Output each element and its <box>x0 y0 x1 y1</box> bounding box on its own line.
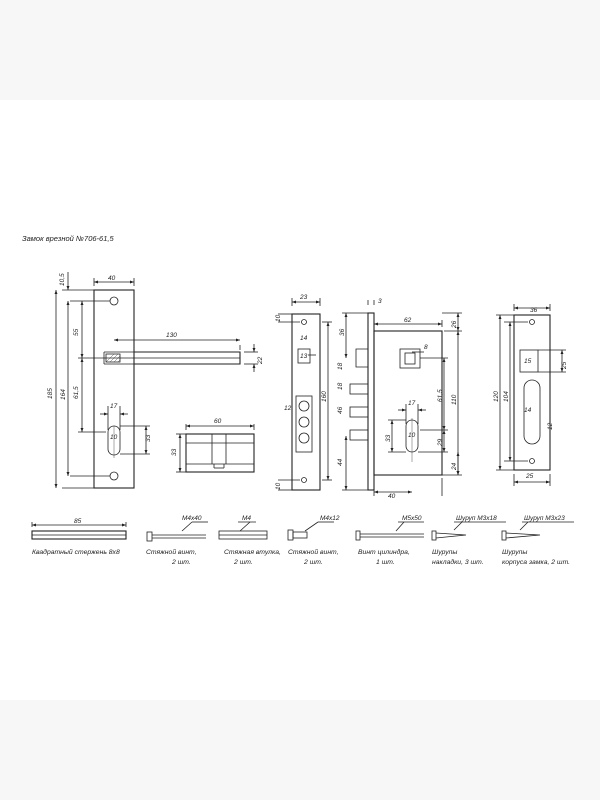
dim-10: 10 <box>110 434 118 441</box>
dim-33: 33 <box>385 434 392 442</box>
wood1-spec: Шуруп M3x18 <box>456 515 497 522</box>
bushing-spec: M4 <box>242 515 251 522</box>
cylinder-hole <box>405 419 419 453</box>
strike-plate <box>513 314 551 471</box>
lock-face <box>367 312 375 491</box>
dim-40: 40 <box>388 493 396 500</box>
cylinder-view: 60 33 <box>171 418 255 473</box>
dim-185: 185 <box>47 388 54 399</box>
screw1-spec: M4x40 <box>182 515 202 522</box>
handle-plate-view: 40 10,5 185 164 55 61,5 130 22 17 10 <box>47 272 264 489</box>
cyl-screw-label-1: Винт цилиндра, <box>358 548 410 556</box>
dim-110: 110 <box>451 394 458 405</box>
dim-164: 164 <box>60 389 67 400</box>
faceplate <box>291 313 321 491</box>
handle-plate <box>93 289 135 489</box>
lock-case <box>373 330 443 476</box>
screw2-label-2: 2 шт. <box>303 559 323 566</box>
dim-36: 36 <box>339 328 346 336</box>
wood2-label-1: Шурупы <box>502 549 527 556</box>
dim-26: 26 <box>451 320 458 329</box>
deadbolt-1 <box>349 383 369 395</box>
cyl-screw-label-2: 1 шт. <box>376 559 395 566</box>
dim-33: 33 <box>145 434 152 442</box>
dim-25a: 25 <box>561 361 568 370</box>
top-screw-hole <box>109 296 119 306</box>
spindle-label: Квадратный стержень 8х8 <box>32 548 120 556</box>
faceplate-view: 23 10 14 13 12 160 10 <box>275 294 332 491</box>
wood1-label-1: Шурупы <box>432 549 457 556</box>
dim-160: 160 <box>321 391 328 402</box>
dim-15: 15 <box>524 358 532 365</box>
strike-plate-view: 36 15 25 120 104 14 12 25 <box>493 304 568 486</box>
dim-12: 12 <box>284 405 292 412</box>
dim-12: 12 <box>547 422 554 430</box>
dim-62: 62 <box>404 317 412 324</box>
dim-18b: 18 <box>337 382 344 390</box>
dim-8: 8 <box>424 344 428 351</box>
wood2-label-2: корпуса замка, 2 шт. <box>502 559 570 566</box>
screw1-label-1: Стяжной винт, <box>146 548 197 556</box>
drawing-title: Замок врезной №706-61,5 <box>22 234 114 243</box>
dim-13: 13 <box>300 353 308 360</box>
bushing-label-1: Стяжная втулка, <box>224 549 281 556</box>
dim-10: 10 <box>408 432 416 439</box>
dim-130: 130 <box>166 332 177 339</box>
dim-17: 17 <box>110 403 118 410</box>
bushing-label-2: 2 шт. <box>233 559 253 566</box>
dim-120: 120 <box>493 391 500 402</box>
spindle-dim: 85 <box>74 518 82 525</box>
dim-55: 55 <box>73 328 80 336</box>
lock-body-view: 3 62 36 18 18 46 44 26 8 61,5 110 17 <box>337 298 462 500</box>
dim-33: 33 <box>171 448 178 456</box>
dim-10-5: 10,5 <box>59 273 66 286</box>
screw1-label-2: 2 шт. <box>171 559 191 566</box>
dim-18a: 18 <box>337 362 344 370</box>
bottom-margin <box>0 700 600 800</box>
dim-24: 24 <box>451 462 458 471</box>
keyhole <box>107 425 121 456</box>
dim-22: 22 <box>257 356 264 365</box>
screw2-spec: M4x12 <box>320 515 340 522</box>
dim-10-bottom: 10 <box>275 482 282 490</box>
dim-46: 46 <box>337 406 344 414</box>
dim-10-top: 10 <box>275 314 282 322</box>
dim-61-5: 61,5 <box>73 386 80 399</box>
dim-40: 40 <box>108 275 116 282</box>
dim-44: 44 <box>337 458 344 466</box>
wood2-spec: Шуруп M3x23 <box>524 515 565 522</box>
dim-17: 17 <box>408 400 416 407</box>
cyl-screw-spec: M5x50 <box>402 515 422 522</box>
deadbolt-2 <box>349 406 369 418</box>
dim-14: 14 <box>300 335 308 342</box>
dim-23: 23 <box>299 294 308 301</box>
dim-3: 3 <box>378 298 382 305</box>
dim-61-5: 61,5 <box>437 389 444 402</box>
wood1-label-2: накладки, 3 шт. <box>432 558 484 566</box>
dim-104: 104 <box>503 391 510 402</box>
latch-bolt <box>355 348 368 368</box>
dim-60: 60 <box>214 418 222 425</box>
screw2-label-1: Стяжной винт, <box>288 548 339 556</box>
cylinder-body <box>185 433 255 473</box>
dim-29: 29 <box>437 438 444 447</box>
bottom-screw-hole <box>109 471 119 481</box>
top-margin <box>0 0 600 100</box>
dim-36: 36 <box>530 307 538 314</box>
dim-25b: 25 <box>525 473 534 480</box>
accessory-parts: 85 Квадратный стержень 8х8 M4x40 Стяжной… <box>31 515 574 566</box>
dim-14: 14 <box>524 407 532 414</box>
deadbolt-3 <box>349 429 369 441</box>
